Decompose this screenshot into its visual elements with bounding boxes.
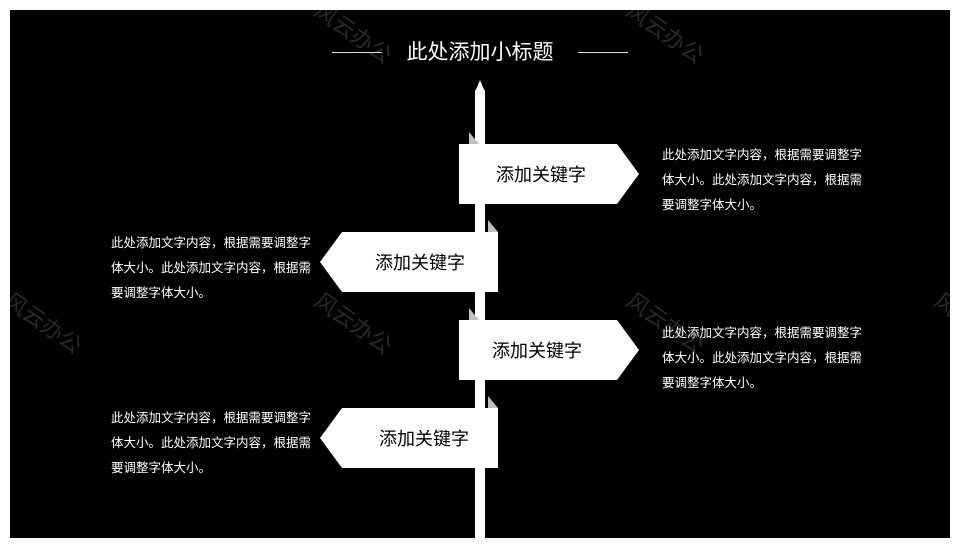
signpost-graphic: 添加关键字 添加关键字 添加关键字 添加关键字 xyxy=(320,80,639,538)
description-1: 此处添加文字内容，根据需要调整字体大小。此处添加文字内容，根据需要调整字体大小。 xyxy=(662,147,863,212)
description-3: 此处添加文字内容，根据需要调整字体大小。此处添加文字内容，根据需要调整字体大小。 xyxy=(662,325,863,390)
page-title: 此处添加小标题 xyxy=(406,40,554,64)
description-2: 此处添加文字内容，根据需要调整字体大小。此处添加文字内容，根据需要调整字体大小。 xyxy=(111,235,312,300)
description-4: 此处添加文字内容，根据需要调整字体大小。此处添加文字内容，根据需要调整字体大小。 xyxy=(111,410,312,475)
sign-fold xyxy=(469,308,479,320)
sign-fold xyxy=(488,396,498,408)
signpost-pole xyxy=(475,90,485,538)
signpost-pole-tip xyxy=(475,80,485,92)
sign-2-label: 添加关键字 xyxy=(375,253,465,274)
slide: 风云办公 风云办公 风云办公 风云办公 风云办公 风云办公 此处添加小标题 添加… xyxy=(10,10,950,538)
sign-3-label: 添加关键字 xyxy=(492,341,582,362)
sign-1-board xyxy=(459,144,639,204)
sign-fold xyxy=(469,132,479,144)
title-rule-left xyxy=(332,52,382,53)
title-rule-right xyxy=(578,52,628,53)
sign-4-board xyxy=(320,408,498,468)
sign-2-board xyxy=(320,232,498,292)
sign-4-label: 添加关键字 xyxy=(379,429,469,450)
sign-3-board xyxy=(459,320,639,380)
sign-1-label: 添加关键字 xyxy=(496,165,586,186)
page-title-group: 此处添加小标题 xyxy=(10,32,950,72)
sign-fold xyxy=(488,220,498,232)
